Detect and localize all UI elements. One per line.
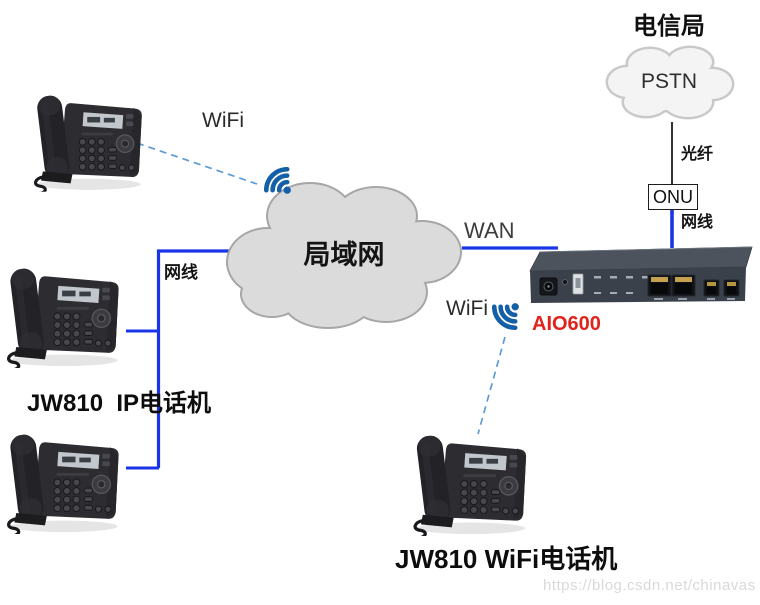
pstn-cloud-label: PSTN <box>640 70 697 93</box>
ip-phone-icon <box>30 88 150 192</box>
pstn-cloud <box>605 45 735 120</box>
wifi-phone-label: JW810 WiFi电话机 <box>395 544 618 574</box>
fiber-label: 光纤 <box>681 146 714 163</box>
onu-box: ONU <box>648 184 698 210</box>
ip-phone-icon <box>2 427 128 534</box>
wan-label: WAN <box>464 218 515 243</box>
wifi-label-top: WiFi <box>202 109 244 132</box>
lan-cloud-label: 局域网 <box>303 239 385 270</box>
watermark-text: https://blog.csdn.net/chinavas <box>543 577 756 594</box>
telecom-office-title: 电信局 <box>633 13 705 40</box>
wifi-label-bottom: WiFi <box>446 297 488 320</box>
wifi-dashed-link-bottom <box>477 336 506 435</box>
ip-phone-group-label: JW810 IP电话机 <box>27 390 212 417</box>
onu-label: ONU <box>653 186 693 207</box>
lan-cable-elbow-line <box>156 249 232 468</box>
gateway-device-image <box>529 246 753 303</box>
ip-phone-icon <box>2 261 128 368</box>
cable-label-left: 网线 <box>164 263 198 282</box>
cable-label-right: 网线 <box>681 214 714 231</box>
lan-cloud <box>226 182 462 329</box>
wifi-phone-icon <box>408 428 536 536</box>
gateway-model-label: AIO600 <box>532 313 601 335</box>
